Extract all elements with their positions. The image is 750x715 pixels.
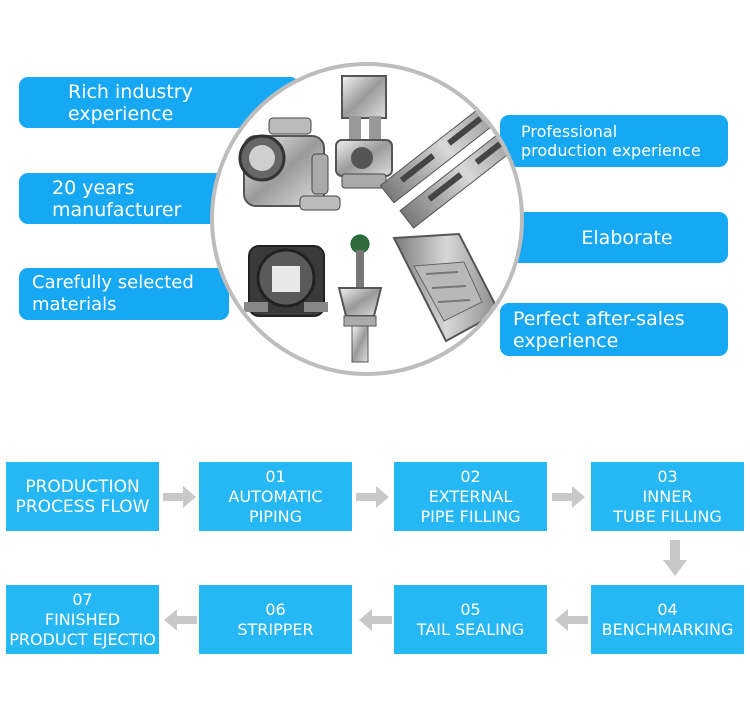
feature-rich-line1: Rich industry bbox=[68, 80, 193, 103]
arrow-left-icon bbox=[359, 609, 392, 631]
feature-elaborate-label: Elaborate bbox=[581, 226, 673, 249]
comb-plate-part bbox=[392, 232, 501, 343]
valve-parts-illustration bbox=[238, 75, 520, 363]
step-07-line1: FINISHED bbox=[44, 609, 121, 629]
feature-rich-line2: experience bbox=[68, 102, 174, 125]
flow-step-01: 01 AUTOMATIC PIPING bbox=[199, 462, 352, 531]
arrow-left-icon bbox=[555, 609, 588, 631]
feature-aftersales-line2: experience bbox=[513, 329, 619, 352]
rotor-housing-part bbox=[244, 245, 328, 317]
flow-step-05: 05 TAIL SEALING bbox=[394, 585, 547, 654]
step-02-line2: PIPE FILLING bbox=[420, 506, 521, 526]
step-01-line2: PIPING bbox=[248, 506, 303, 526]
feature-years-line2: manufacturer bbox=[52, 198, 182, 221]
feature-materials-line2: materials bbox=[32, 294, 117, 315]
arrow-left-icon bbox=[164, 609, 197, 631]
step-04-number: 04 bbox=[657, 599, 678, 619]
feature-after-sales: Perfect after-sales experience bbox=[500, 303, 728, 356]
arrow-right-icon bbox=[552, 486, 585, 508]
feature-professional-line1: Professional bbox=[521, 122, 618, 141]
slotted-bar-part bbox=[379, 92, 520, 229]
step-05-line1: TAIL SEALING bbox=[416, 619, 525, 639]
flow-step-07: 07 FINISHED PRODUCT EJECTIO bbox=[6, 585, 159, 654]
feature-20-years: 20 years manufacturer bbox=[19, 173, 229, 224]
arrow-right-icon bbox=[163, 486, 196, 508]
step-07-number: 07 bbox=[72, 589, 93, 609]
feature-years-line1: 20 years bbox=[52, 176, 135, 199]
feature-rich-industry: Rich industry experience bbox=[19, 77, 299, 128]
feature-materials: Carefully selected materials bbox=[19, 268, 229, 320]
flow-title-line1: PRODUCTION bbox=[25, 476, 140, 497]
parts-circle bbox=[210, 62, 524, 376]
feature-elaborate: Elaborate bbox=[500, 212, 728, 263]
step-07-line2: PRODUCT EJECTIO bbox=[9, 629, 156, 649]
flow-step-04: 04 BENCHMARKING bbox=[591, 585, 744, 654]
step-02-line1: EXTERNAL bbox=[428, 486, 513, 506]
feature-professional: Professional production experience bbox=[500, 115, 728, 167]
cross-valve-part bbox=[238, 117, 341, 211]
step-01-number: 01 bbox=[265, 466, 286, 486]
step-06-number: 06 bbox=[265, 599, 286, 619]
feature-aftersales-line1: Perfect after-sales bbox=[513, 307, 685, 330]
step-03-line2: TUBE FILLING bbox=[613, 506, 722, 526]
flow-title-line2: PROCESS FLOW bbox=[15, 496, 150, 517]
flow-step-03: 03 INNER TUBE FILLING bbox=[591, 462, 744, 531]
arrow-down-icon bbox=[663, 540, 687, 576]
nozzle-part bbox=[337, 234, 383, 363]
step-03-line1: INNER bbox=[642, 486, 693, 506]
step-02-number: 02 bbox=[460, 466, 481, 486]
pneumatic-valve-part bbox=[335, 75, 393, 189]
flow-step-06: 06 STRIPPER bbox=[199, 585, 352, 654]
flow-title-box: PRODUCTION PROCESS FLOW bbox=[6, 462, 159, 531]
step-03-number: 03 bbox=[657, 466, 678, 486]
feature-professional-line2: production experience bbox=[521, 141, 701, 160]
arrow-right-icon bbox=[356, 486, 389, 508]
step-06-line1: STRIPPER bbox=[237, 619, 314, 639]
feature-materials-line1: Carefully selected bbox=[32, 272, 194, 293]
flow-step-02: 02 EXTERNAL PIPE FILLING bbox=[394, 462, 547, 531]
step-05-number: 05 bbox=[460, 599, 481, 619]
step-01-line1: AUTOMATIC bbox=[228, 486, 323, 506]
step-04-line1: BENCHMARKING bbox=[601, 619, 734, 639]
